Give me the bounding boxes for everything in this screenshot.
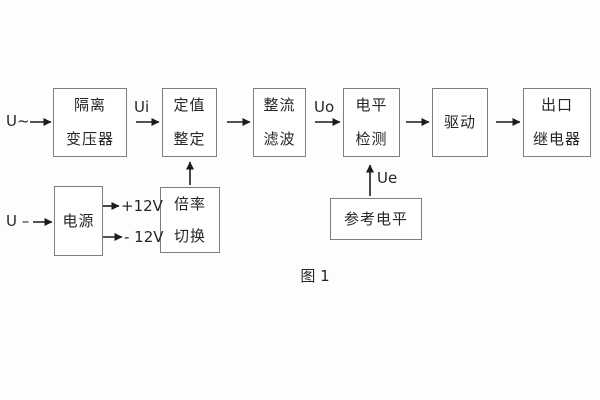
block-label: 参考电平: [343, 209, 408, 228]
block-label: 继电器: [532, 129, 581, 148]
block-rate-switch: 倍率 切换: [160, 187, 220, 253]
signal-label-plus-12v: +12V: [121, 197, 163, 215]
block-label: 电平: [355, 96, 388, 115]
block-rectifier-filter: 整流 滤波: [253, 88, 306, 157]
block-reference-level: 参考电平: [330, 198, 422, 240]
block-label: 整定: [173, 129, 206, 148]
block-label: 倍率: [173, 194, 206, 213]
block-label: 定值: [173, 96, 206, 115]
block-level-detect: 电平 检测: [343, 88, 400, 157]
block-label: 切换: [173, 226, 206, 245]
block-label: 变压器: [65, 129, 114, 148]
signal-label-ue: Ue: [377, 169, 398, 187]
block-power-supply: 电源: [54, 186, 103, 256]
block-label: 出口: [540, 96, 573, 115]
figure-caption: 图 1: [300, 267, 330, 285]
signal-label-input-dc: U –: [6, 212, 30, 230]
block-setting-adjust: 定值 整定: [162, 88, 217, 157]
block-label: 电源: [62, 211, 95, 230]
block-label: 隔离: [73, 96, 106, 115]
signal-label-uo: Uo: [314, 98, 335, 116]
block-output-relay: 出口 继电器: [523, 88, 591, 157]
block-label: 滤波: [263, 129, 296, 148]
block-label: 驱动: [443, 113, 476, 131]
block-label: 检测: [355, 129, 388, 148]
block-label: 整流: [263, 96, 296, 115]
block-isolation-transformer: 隔离 变压器: [53, 88, 127, 157]
signal-label-minus-12v: - 12V: [124, 228, 164, 246]
signal-label-ui: Ui: [134, 98, 150, 116]
signal-label-input-ac: U~: [6, 112, 30, 130]
block-drive: 驱动: [432, 88, 488, 157]
